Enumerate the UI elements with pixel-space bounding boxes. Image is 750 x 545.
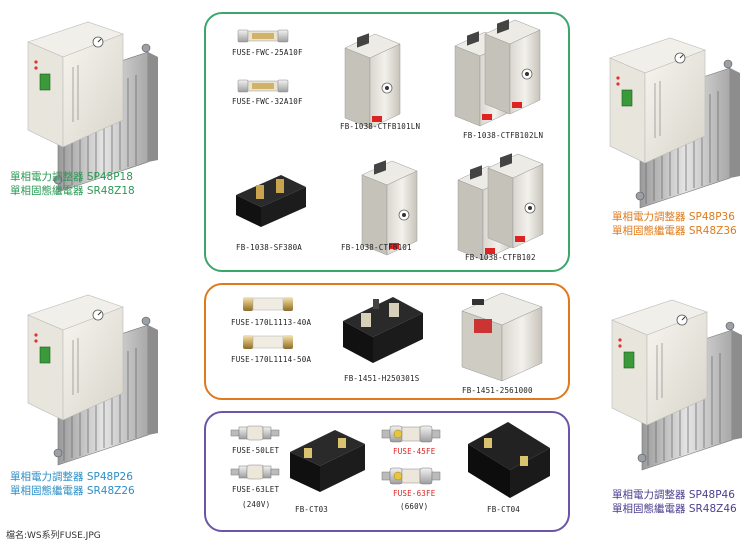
fuse-icon	[243, 335, 293, 349]
fuse-label: FUSE-63FE	[393, 489, 436, 498]
fuse-holder-icon	[457, 152, 544, 261]
caption-line1: 單相電力調整器 SP48P18	[10, 171, 133, 183]
fuse-label: FUSE-FWC-25A10F	[232, 48, 303, 57]
blade-fuse-icon	[230, 464, 280, 480]
holder-label: FB-1038-CTFB101LN	[340, 122, 421, 131]
base-label: FB-1038-SF380A	[236, 243, 303, 252]
fuse-icon	[243, 297, 293, 311]
fuse-icon	[381, 467, 441, 485]
glass-fuse-icon	[237, 79, 289, 93]
fuse-label: FUSE-50LET	[232, 446, 280, 455]
fuse-holder-icon	[344, 32, 401, 129]
fuse-base-icon	[236, 175, 306, 227]
relay-device-bottom-left	[27, 294, 159, 466]
caption-bottom-right: 單相電力調整器 SP48P46 單相固態繼電器 SR48Z46	[612, 488, 737, 516]
holder-label: FB-1038-CTFB101	[341, 243, 412, 252]
fuse-base-icon	[468, 422, 550, 498]
fuse-label: FUSE-FWC-32A10F	[232, 97, 303, 106]
caption-line1: 單相電力調整器 SP48P36	[612, 211, 735, 223]
blade-fuse-icon	[230, 425, 280, 441]
fuse-holder-icon	[361, 159, 418, 256]
voltage-label: (660V)	[400, 502, 429, 511]
holder-label: FB-1038-CTFB102LN	[463, 131, 544, 140]
fuse-label: FUSE-170L1114-50A	[231, 355, 312, 364]
voltage-label: (240V)	[242, 500, 271, 509]
file-name: 檔名:WS系列FUSE.JPG	[6, 531, 101, 541]
base-label: FB-CT04	[487, 505, 521, 514]
fuse-base-icon	[343, 297, 423, 363]
caption-line1: 單相電力調整器 SP48P46	[612, 489, 735, 501]
caption-line2: 單相固態繼電器 SR48Z46	[612, 503, 737, 515]
glass-fuse-icon	[237, 29, 289, 43]
fuse-icon	[381, 425, 441, 443]
caption-top-right: 單相電力調整器 SP48P36 單相固態繼電器 SR48Z36	[612, 210, 737, 238]
caption-line1: 單相電力調整器 SP48P26	[10, 471, 133, 483]
relay-device-bottom-right	[611, 299, 743, 471]
fuse-label: FUSE-170L1113-40A	[231, 318, 312, 327]
caption-top-left: 單相電力調整器 SP48P18 單相固態繼電器 SR48Z18	[10, 170, 135, 198]
holder-label: FB-1038-CTFB102	[465, 253, 536, 262]
caption-bottom-left: 單相電力調整器 SP48P26 單相固態繼電器 SR48Z26	[10, 470, 135, 498]
base-label: FB-CT03	[295, 505, 329, 514]
fuse-holder-icon	[454, 18, 541, 127]
fuse-label: FUSE-45FE	[393, 447, 436, 456]
base-label: FB-1451-H250301S	[344, 374, 420, 383]
caption-line2: 單相固態繼電器 SR48Z18	[10, 185, 135, 197]
fuse-base-icon	[290, 430, 365, 492]
relay-device-top-right	[609, 37, 741, 209]
fuse-label: FUSE-63LET	[232, 485, 280, 494]
fuse-holder-icon	[461, 292, 543, 382]
caption-line2: 單相固態繼電器 SR48Z26	[10, 485, 135, 497]
caption-line2: 單相固態繼電器 SR48Z36	[612, 225, 737, 237]
holder-label: FB-1451-2561000	[462, 386, 533, 395]
